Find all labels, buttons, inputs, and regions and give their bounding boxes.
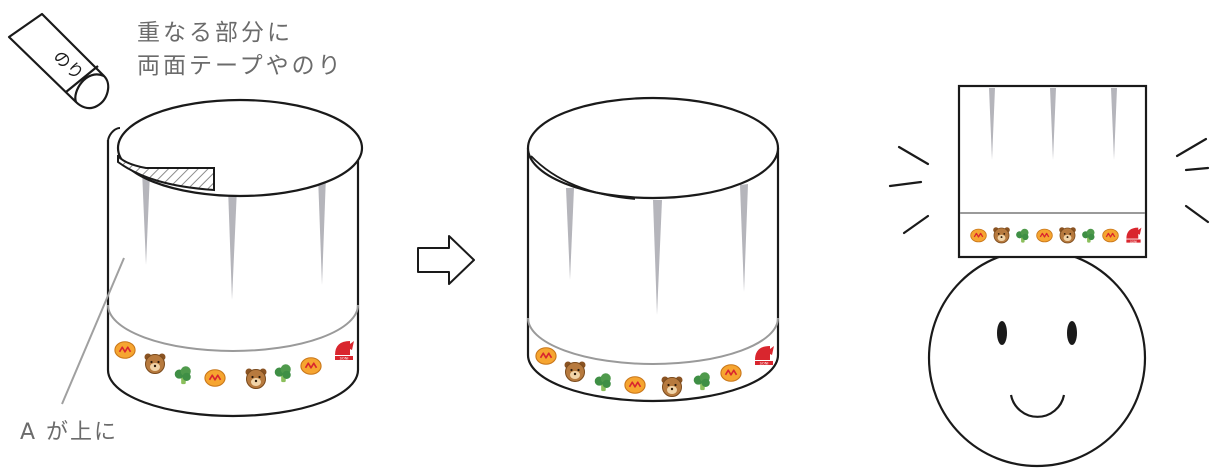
glue-tube-icon: のり xyxy=(7,12,110,110)
instruction-line-2: 両面テープやのり xyxy=(137,53,344,79)
instruction-line-1: 重なる部分に xyxy=(137,20,293,46)
cylinder-wrapping-step xyxy=(106,98,364,418)
sparkle-lines-left-icon xyxy=(888,145,930,235)
bear-icon xyxy=(564,361,586,382)
callout-leader-line xyxy=(61,257,125,405)
sparkle-lines-right-icon xyxy=(1175,137,1210,224)
cylinder-finished-step xyxy=(526,96,780,403)
right-outline-arrow-icon xyxy=(417,235,475,285)
omelette-icon xyxy=(970,228,987,243)
omelette-icon xyxy=(1102,228,1119,243)
omelette-icon xyxy=(535,346,557,366)
omelette-icon xyxy=(300,356,322,376)
omelette-icon xyxy=(204,368,226,388)
bear-icon xyxy=(661,376,683,397)
chef-hat-icon xyxy=(957,84,1148,259)
omelette-icon xyxy=(114,340,136,360)
bear-icon xyxy=(1058,226,1077,244)
bear-icon xyxy=(992,226,1011,244)
bear-icon xyxy=(245,368,267,389)
omelette-icon xyxy=(624,375,646,395)
smiling-face-icon xyxy=(927,248,1147,468)
omelette-icon xyxy=(1036,228,1053,243)
omelette-icon xyxy=(720,363,742,383)
callout-a-label: A が上に xyxy=(20,420,119,445)
bear-icon xyxy=(144,353,166,374)
